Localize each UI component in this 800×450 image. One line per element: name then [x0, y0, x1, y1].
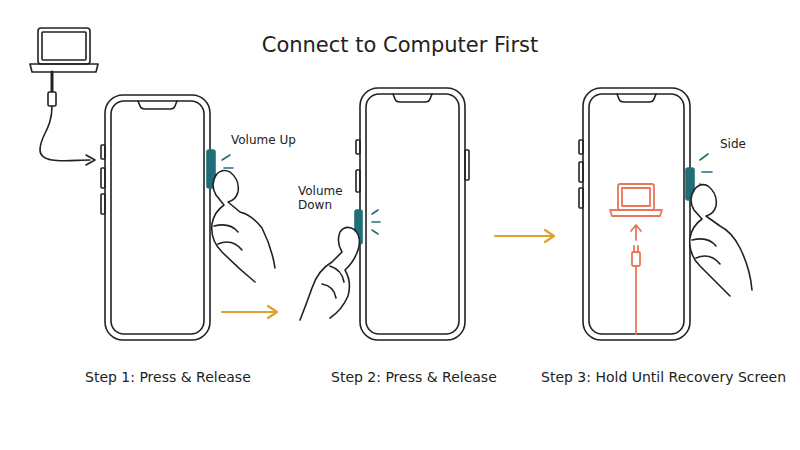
step-caption: Step 2: Press & Release: [331, 369, 497, 386]
button-label: Volume Down: [298, 184, 354, 213]
diagram-title: Connect to Computer First: [262, 33, 539, 58]
button-label: Side: [720, 137, 746, 151]
step-caption: Step 1: Press & Release: [85, 369, 251, 386]
button-label: Volume Up: [231, 133, 296, 147]
step-caption: Step 3: Hold Until Recovery Screen: [541, 369, 786, 386]
